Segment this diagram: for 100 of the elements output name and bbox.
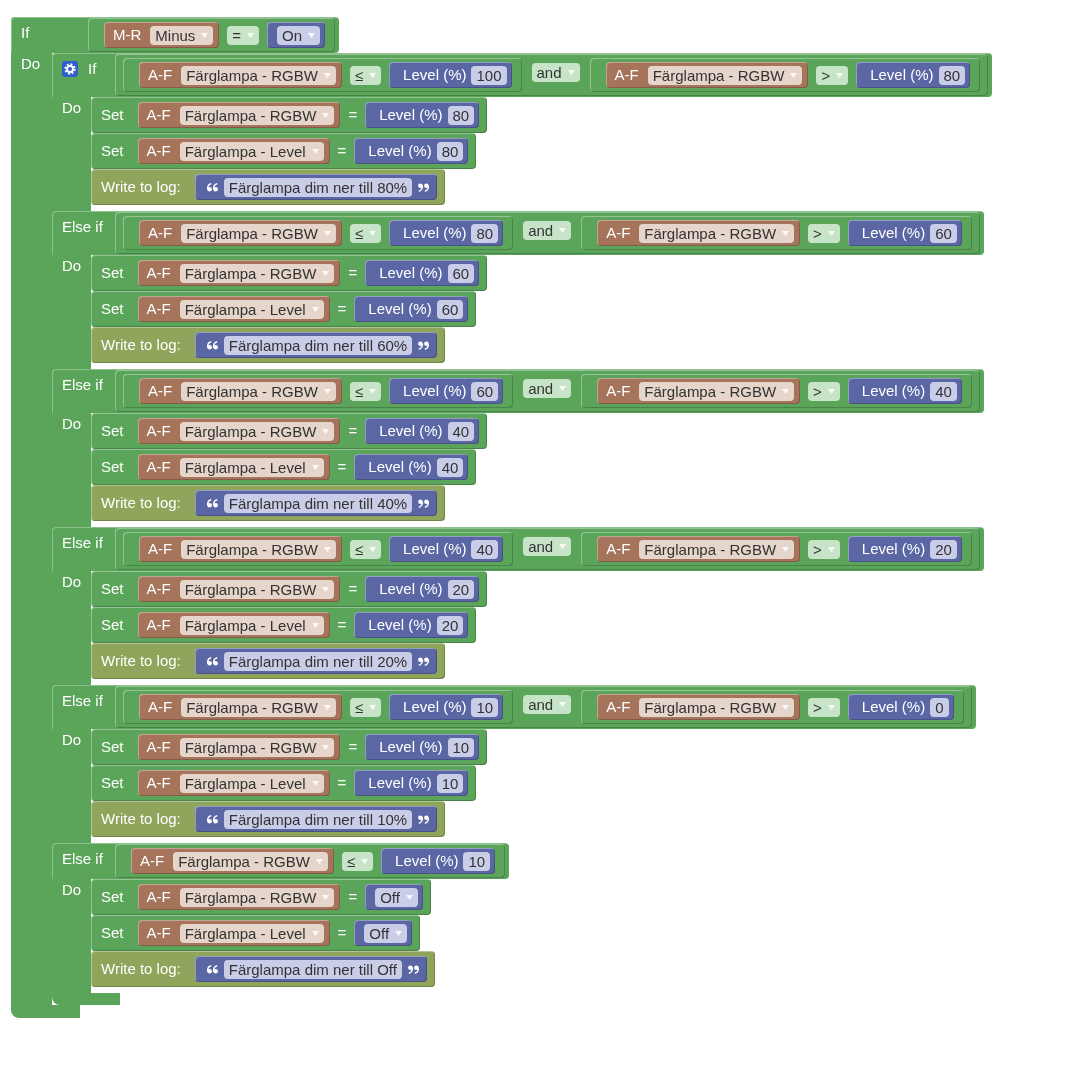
device-block <box>139 378 342 404</box>
device-block <box>137 260 341 286</box>
value-type-label: Level (%) <box>395 852 459 870</box>
level-block <box>365 260 480 286</box>
state-dropdown: Off <box>375 887 418 907</box>
device-type-label: A-F <box>606 540 631 558</box>
device-block <box>139 694 342 720</box>
set-label: Set <box>101 774 124 792</box>
value-type-label: Level (%) <box>870 66 934 84</box>
set-block <box>91 133 477 169</box>
value-type-label: Level (%) <box>368 774 432 792</box>
set-label: Set <box>101 458 124 476</box>
logic-operator-dropdown: and <box>523 695 572 714</box>
text-block <box>194 174 438 200</box>
value-type-label: Level (%) <box>861 382 926 400</box>
device-dropdown: Färglampa - RGBW <box>179 263 335 283</box>
compare-block <box>589 58 981 92</box>
device-type-label: A-F <box>148 382 173 400</box>
device-type-label: A-F <box>146 616 171 634</box>
device-block <box>597 536 801 562</box>
level-block <box>847 694 954 720</box>
device-dropdown: Färglampa - RGBW <box>181 697 336 717</box>
operator-dropdown: > <box>808 381 840 401</box>
state-dropdown: Off <box>364 923 408 943</box>
value-type-label: Level (%) <box>379 264 443 282</box>
text-block <box>194 332 438 358</box>
device-type-label: A-F <box>148 540 173 558</box>
text-field: Färglampa dim ner till 10% <box>223 809 413 829</box>
do-keyword: Do <box>62 415 82 433</box>
log-label: Write to log: <box>101 960 181 978</box>
level-block <box>365 576 480 602</box>
device-block <box>137 138 330 164</box>
number-field: 60 <box>471 381 499 401</box>
condition-keyword: If <box>88 60 97 78</box>
device-type-label: A-F <box>148 66 173 84</box>
logic-block <box>115 212 980 254</box>
set-block <box>91 765 477 801</box>
device-type-label: A-F <box>146 264 171 282</box>
number-field: 80 <box>471 223 499 243</box>
level-block <box>847 378 962 404</box>
device-type-label: A-F <box>146 774 171 792</box>
logic-operator-dropdown: and <box>523 379 572 398</box>
device-dropdown: Minus <box>150 25 214 45</box>
level-block <box>354 296 469 322</box>
state-block <box>267 22 326 48</box>
device-dropdown: Färglampa - RGBW <box>181 65 336 85</box>
text-block <box>194 956 427 982</box>
number-field: 10 <box>463 851 491 871</box>
device-block <box>605 62 809 88</box>
compare-block <box>123 532 514 566</box>
number-field: 80 <box>447 105 475 125</box>
logic-operator-dropdown: and <box>531 63 580 82</box>
compare-block <box>115 844 506 878</box>
value-type-label: Level (%) <box>861 698 926 716</box>
compare-block <box>581 532 972 566</box>
device-block <box>137 920 330 946</box>
set-label: Set <box>101 888 124 906</box>
compare-block <box>123 216 514 250</box>
value-type-label: Level (%) <box>368 458 432 476</box>
level-block <box>389 694 504 720</box>
log-label: Write to log: <box>101 810 181 828</box>
number-field: 0 <box>930 697 949 717</box>
level-block <box>365 418 480 444</box>
set-block <box>91 291 477 327</box>
equals-sign: = <box>348 264 358 282</box>
device-type-label: A-F <box>146 888 171 906</box>
do-keyword: Do <box>62 731 82 749</box>
device-block <box>104 22 220 48</box>
device-dropdown: Färglampa - RGBW <box>639 223 795 243</box>
device-type-label: A-F <box>140 852 165 870</box>
device-dropdown: Färglampa - Level <box>179 141 324 161</box>
value-type-label: Level (%) <box>379 580 443 598</box>
device-block <box>131 848 334 874</box>
number-field: 10 <box>436 773 464 793</box>
set-block <box>91 255 488 291</box>
equals-sign: = <box>348 888 358 906</box>
number-field: 40 <box>436 457 464 477</box>
device-type-label: A-F <box>146 924 171 942</box>
set-block <box>91 607 477 643</box>
device-dropdown: Färglampa - RGBW <box>179 421 335 441</box>
number-field: 40 <box>471 539 499 559</box>
device-block <box>137 454 330 480</box>
log-block <box>91 485 446 521</box>
text-field: Färglampa dim ner till 80% <box>223 177 413 197</box>
value-type-label: Level (%) <box>368 300 432 318</box>
text-field: Färglampa dim ner till 60% <box>223 335 413 355</box>
device-dropdown: Färglampa - RGBW <box>639 381 795 401</box>
logic-operator-dropdown: and <box>523 537 572 556</box>
equals-sign: = <box>348 738 358 756</box>
operator-dropdown: > <box>808 539 840 559</box>
number-field: 80 <box>436 141 464 161</box>
log-block <box>91 951 435 987</box>
value-type-label: Level (%) <box>403 224 467 242</box>
level-block <box>365 734 480 760</box>
device-type-label: A-F <box>606 698 631 716</box>
logic-block <box>115 686 972 728</box>
value-type-label: Level (%) <box>379 738 443 756</box>
device-type-label: A-F <box>146 458 171 476</box>
do-keyword: Do <box>62 99 82 117</box>
device-block <box>137 418 341 444</box>
